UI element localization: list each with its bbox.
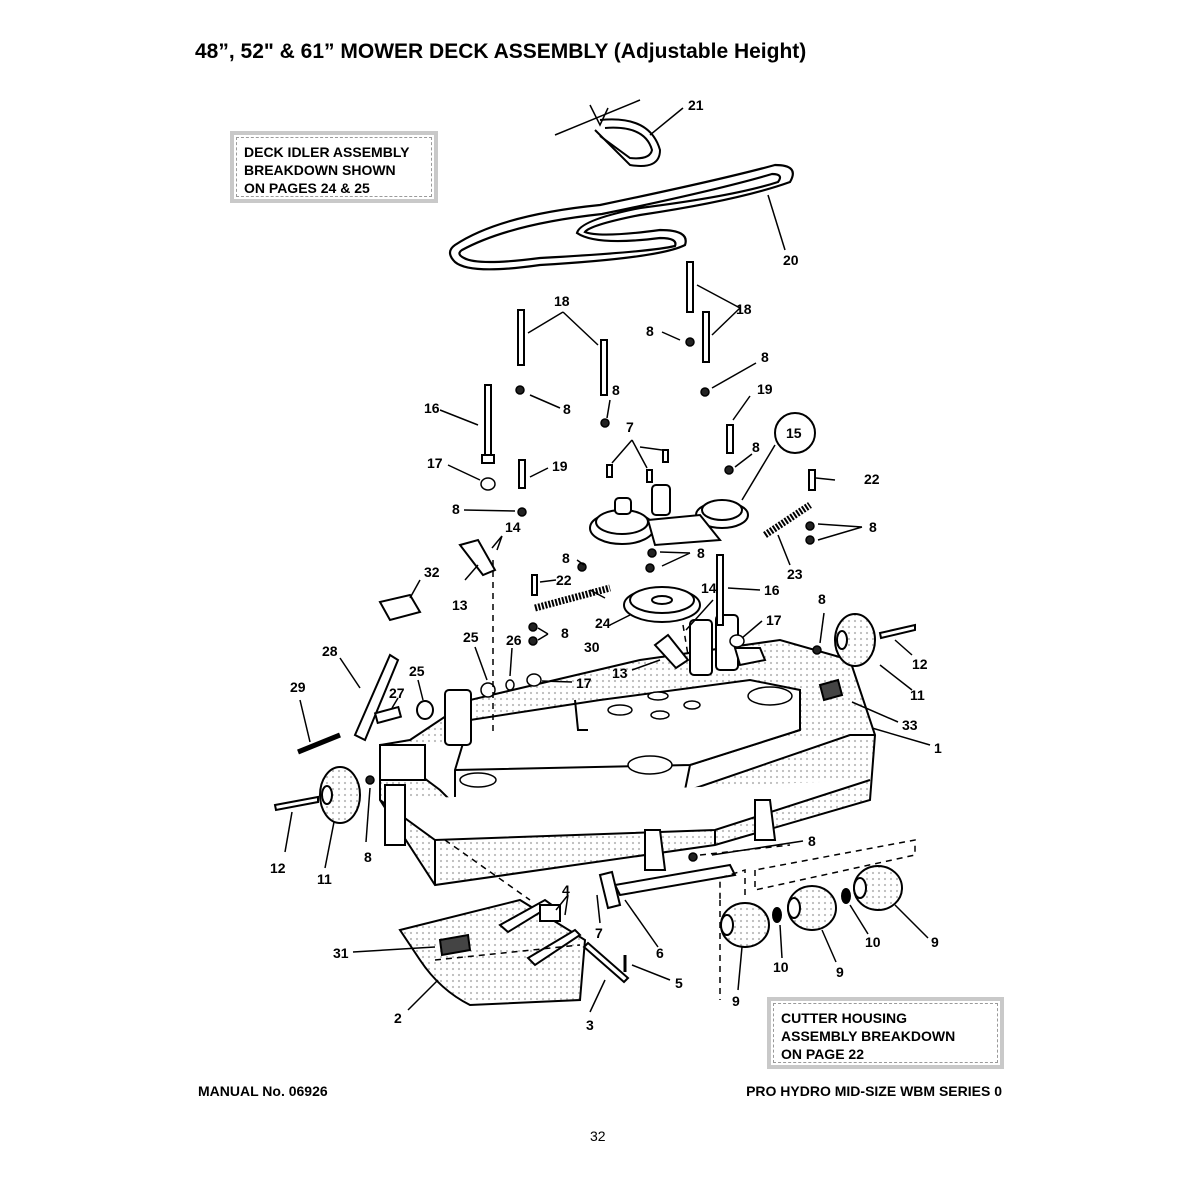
callout-c9b: 9 xyxy=(836,964,844,980)
callout-c31: 31 xyxy=(333,945,349,961)
callout-15-circle xyxy=(774,412,816,454)
callout-c33: 33 xyxy=(902,717,918,733)
callout-c8j: 8 xyxy=(561,625,569,641)
callout-c3: 3 xyxy=(586,1017,594,1033)
manual-number: MANUAL No. 06926 xyxy=(198,1083,328,1099)
callout-c8m: 8 xyxy=(808,833,816,849)
callout-c8b: 8 xyxy=(761,349,769,365)
callout-c11a: 11 xyxy=(910,687,925,703)
callout-c13b: 13 xyxy=(612,665,628,681)
levers-decals xyxy=(378,538,844,702)
callout-c12a: 12 xyxy=(912,656,928,672)
deck-brackets xyxy=(379,614,777,871)
callout-c8c: 8 xyxy=(563,401,571,417)
callout-c9c: 9 xyxy=(931,934,939,950)
idler-assembly-note: DECK IDLER ASSEMBLY BREAKDOWN SHOWN ON P… xyxy=(230,131,438,203)
callout-c16b: 16 xyxy=(764,582,780,598)
tension-springs xyxy=(534,502,812,612)
callout-c29: 29 xyxy=(290,679,306,695)
callout-c22a: 22 xyxy=(864,471,880,487)
page-number: 32 xyxy=(590,1128,606,1144)
gauge-wheels xyxy=(319,613,876,824)
belt-21 xyxy=(554,99,662,167)
callout-c28: 28 xyxy=(322,643,338,659)
callout-c8d: 8 xyxy=(612,382,620,398)
callout-c8f: 8 xyxy=(452,501,460,517)
note-line: ON PAGES 24 & 25 xyxy=(244,180,370,196)
callout-c8k: 8 xyxy=(818,591,826,607)
callout-c17c: 17 xyxy=(576,675,592,691)
deck-holes xyxy=(459,686,793,788)
callout-c8h: 8 xyxy=(697,545,705,561)
note-line: DECK IDLER ASSEMBLY xyxy=(244,144,410,160)
callout-c15: 15 xyxy=(786,425,802,441)
chute-deflector xyxy=(398,898,587,1007)
callout-c14b: 14 xyxy=(701,580,717,596)
note-line: ON PAGE 22 xyxy=(781,1046,864,1062)
callout-c9a: 9 xyxy=(732,993,740,1009)
pin-rod-3 xyxy=(582,941,630,984)
callout-c22b: 22 xyxy=(556,572,572,588)
callout-c26: 26 xyxy=(506,632,522,648)
callout-c6: 6 xyxy=(656,945,664,961)
callout-c8g: 8 xyxy=(562,550,570,566)
callout-c1: 1 xyxy=(934,740,942,756)
spindle-pulley-30 xyxy=(623,586,701,623)
dashed-alignment-lines xyxy=(434,560,916,1000)
callout-c7b: 7 xyxy=(595,925,603,941)
note-line: CUTTER HOUSING xyxy=(781,1010,907,1026)
callout-c4: 4 xyxy=(562,882,570,898)
nuts-washers xyxy=(365,337,822,862)
callout-c8l: 8 xyxy=(364,849,372,865)
series-name: PRO HYDRO MID-SIZE WBM SERIES 0 xyxy=(746,1083,1002,1099)
callout-c10b: 10 xyxy=(865,934,881,950)
callout-c12b: 12 xyxy=(270,860,286,876)
callout-c27: 27 xyxy=(389,685,405,701)
callout-c8e: 8 xyxy=(752,439,760,455)
callout-c16a: 16 xyxy=(424,400,440,416)
note-line: ASSEMBLY BREAKDOWN xyxy=(781,1028,956,1044)
callout-c23: 23 xyxy=(787,566,803,582)
wheel-bolts xyxy=(273,623,916,812)
callout-c11b: 11 xyxy=(317,871,332,887)
callout-c2: 2 xyxy=(394,1010,402,1026)
callout-c20: 20 xyxy=(783,252,799,268)
front-rod-assembly xyxy=(598,863,737,910)
callout-c19a: 19 xyxy=(757,381,773,397)
idler-pulley-assembly xyxy=(589,484,749,547)
anti-scalp-rollers xyxy=(720,865,903,948)
callout-c19b: 19 xyxy=(552,458,568,474)
callout-c32: 32 xyxy=(424,564,440,580)
belt-20 xyxy=(448,163,794,271)
callout-c30: 30 xyxy=(584,639,600,655)
callout-c18b: 18 xyxy=(736,301,752,317)
callout-c24: 24 xyxy=(595,615,611,631)
page-title: 48”, 52" & 61” MOWER DECK ASSEMBLY (Adju… xyxy=(195,40,807,63)
callout-c8a: 8 xyxy=(646,323,654,339)
bolts xyxy=(481,261,816,626)
callout-c14a: 14 xyxy=(505,519,521,535)
callout-c10a: 10 xyxy=(773,959,789,975)
callout-c18a: 18 xyxy=(554,293,570,309)
note-line: BREAKDOWN SHOWN xyxy=(244,162,396,178)
callout-c13a: 13 xyxy=(452,597,468,613)
callout-c17b: 17 xyxy=(766,612,782,628)
callout-c17a: 17 xyxy=(427,455,443,471)
callout-c5: 5 xyxy=(675,975,683,991)
callout-c25a: 25 xyxy=(463,629,479,645)
callout-c25b: 25 xyxy=(409,663,425,679)
callout-c7a: 7 xyxy=(626,419,634,435)
callout-c8i: 8 xyxy=(869,519,877,535)
callout-c21: 21 xyxy=(688,97,704,113)
deflector-brackets xyxy=(498,898,582,967)
leader-lines xyxy=(284,107,931,1013)
